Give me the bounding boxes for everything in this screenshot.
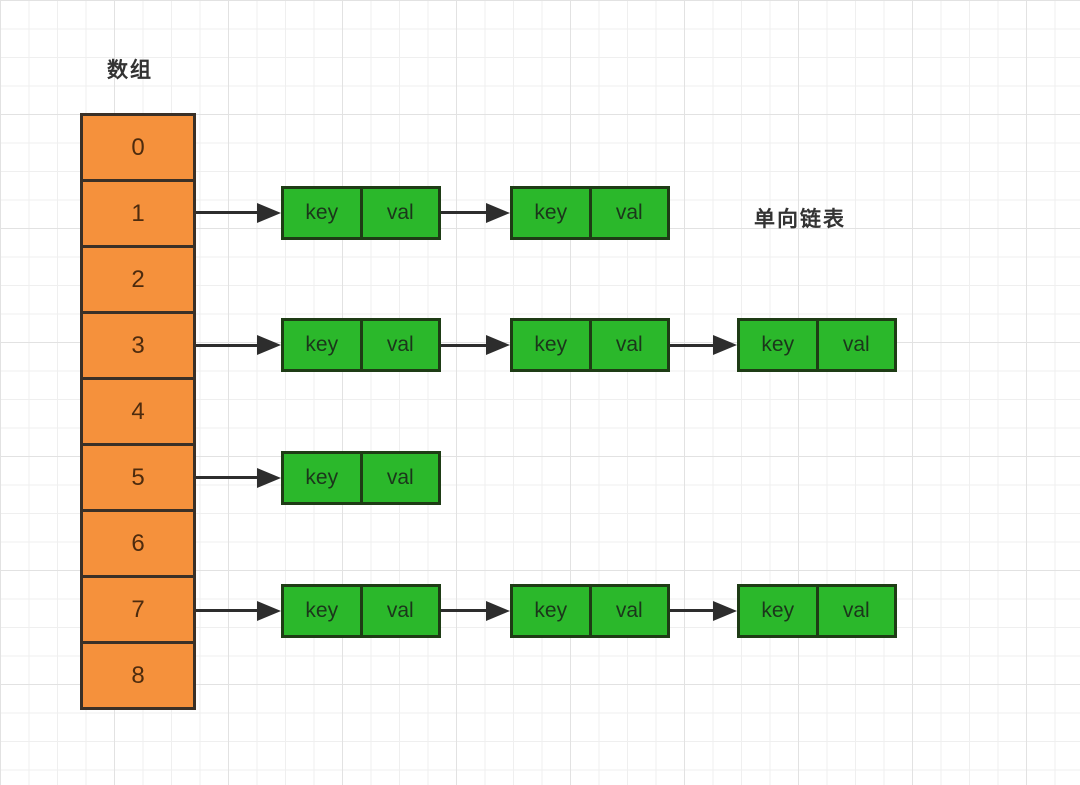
arrow-shaft [196,343,263,347]
arrow-shaft [441,343,492,347]
arrow-shaft [196,476,263,480]
array-cell-label: 0 [131,133,145,161]
array-cell-label: 2 [131,265,145,293]
array-cell-5: 5 [80,443,196,512]
arrow-head-icon [486,335,510,356]
node-val-cell: val [815,586,895,635]
arrow-shaft [196,211,263,214]
arrow-head-icon [713,600,737,621]
arrow [196,467,281,489]
node-key-cell: key [534,200,568,224]
node-key-cell: key [761,333,795,357]
linked-list-label: 单向链表 [754,208,846,231]
arrow-head-icon [257,202,281,223]
arrow-head-icon [257,600,281,621]
array-cell-1: 1 [80,179,196,248]
arrow-shaft [441,609,492,612]
arrow-shaft [441,211,492,214]
arrow [670,600,737,622]
arrow [441,202,510,224]
array-cell-3: 3 [80,311,196,380]
array-cell-2: 2 [80,245,196,314]
array-cell-label: 8 [131,661,145,689]
arrow [196,334,281,356]
arrow-shaft [196,609,263,612]
array-cell-label: 6 [131,529,145,557]
array-cell-label: 5 [131,463,145,491]
node-val-cell: val [359,188,439,237]
array-cell-0: 0 [80,113,196,182]
arrow [196,600,281,622]
arrow-head-icon [257,335,281,356]
node-val-cell: val [815,321,895,370]
array-cell-7: 7 [80,575,196,644]
node-val-cell: val [588,321,668,370]
arrow-head-icon [486,202,510,223]
array-cell-label: 4 [131,397,145,425]
node-key-cell: key [305,465,339,489]
node-val-cell: val [359,453,439,502]
node-key-cell: key [534,333,568,357]
arrow-head-icon [713,335,737,356]
arrow-head-icon [486,600,510,621]
arrow [196,202,281,224]
arrow-head-icon [257,467,281,488]
array-label: 数组 [107,59,153,82]
node-val-cell: val [588,188,668,237]
node-val-cell: val [359,321,439,370]
node-key-cell: key [305,333,339,357]
array-cell-6: 6 [80,509,196,578]
node-key-cell: key [761,598,795,622]
node-val-cell: val [588,586,668,635]
node-key-cell: key [305,200,339,224]
node-key-cell: key [534,598,568,622]
arrow [441,334,510,356]
node-key-cell: key [305,598,339,622]
array-cell-label: 3 [131,331,145,359]
array-cell-8: 8 [80,641,196,710]
arrow-shaft [670,609,719,612]
array-cell-label: 7 [131,595,145,623]
array-cell-label: 1 [131,199,145,227]
array-cell-4: 4 [80,377,196,446]
arrow-shaft [670,343,719,347]
arrow [441,600,510,622]
node-val-cell: val [359,586,439,635]
arrow [670,334,737,356]
array: 0 1 2 3 4 5 6 7 8 [80,113,196,710]
